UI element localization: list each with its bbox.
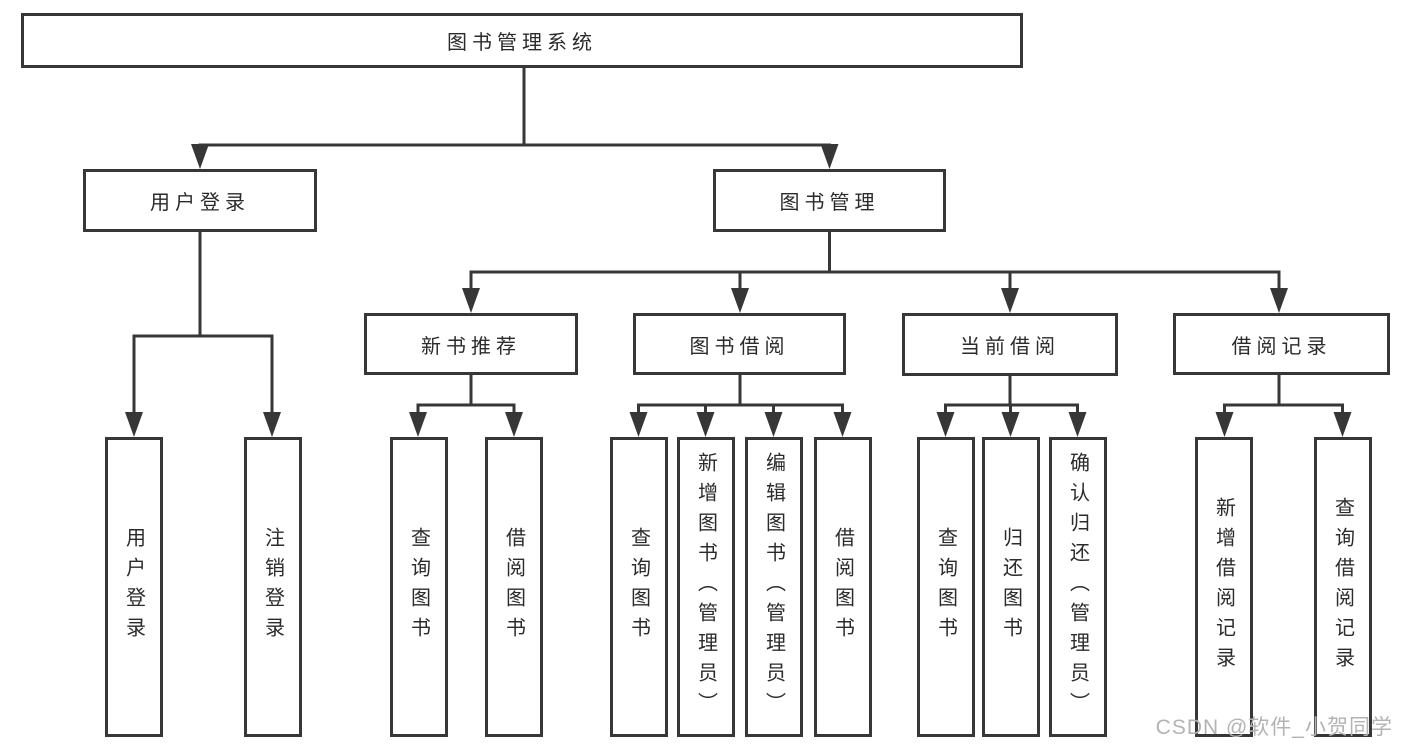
leaf-query-books-current: 查询图书: [917, 437, 975, 737]
leaf-edit-book-admin: 编辑图书（管理员）: [745, 437, 803, 737]
leaf-borrow-books-recommend: 借阅图书: [485, 437, 543, 737]
leaf-query-books-recommend: 查询图书: [390, 437, 448, 737]
leaf-return-books: 归还图书: [982, 437, 1040, 737]
leaf-query-books-borrow: 查询图书: [610, 437, 668, 737]
watermark: CSDN @软件_小贺同学: [1155, 716, 1393, 739]
leaf-add-borrow-record: 新增借阅记录: [1195, 437, 1253, 737]
node-borrowing-records: 借阅记录: [1173, 313, 1390, 375]
leaf-logout: 注销登录: [244, 437, 302, 737]
node-library-system: 图书管理系统: [21, 13, 1023, 68]
node-new-book-recommendation: 新书推荐: [364, 313, 578, 375]
leaf-confirm-return-admin: 确认归还（管理员）: [1049, 437, 1107, 737]
node-user-login: 用户登录: [83, 169, 317, 232]
node-current-borrowing: 当前借阅: [902, 313, 1118, 376]
leaf-user-login: 用户登录: [105, 437, 163, 737]
node-book-management: 图书管理: [713, 169, 946, 232]
node-book-borrowing: 图书借阅: [633, 313, 846, 375]
leaf-add-book-admin: 新增图书（管理员）: [677, 437, 735, 737]
leaf-borrow-books: 借阅图书: [814, 437, 872, 737]
leaf-query-borrow-record: 查询借阅记录: [1314, 437, 1372, 737]
